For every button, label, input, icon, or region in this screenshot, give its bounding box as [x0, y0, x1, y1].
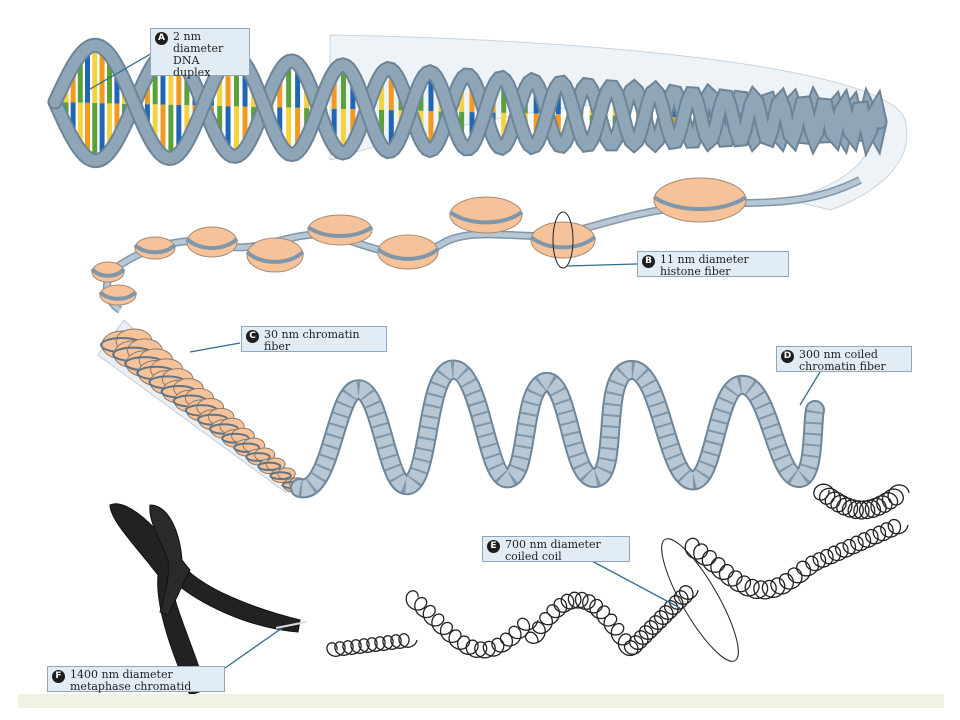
footer-band — [18, 694, 944, 708]
coil-segment — [813, 483, 910, 520]
chromatin-30nm-fiber — [97, 319, 312, 493]
solenoid-wrap — [221, 432, 250, 444]
coiled-coil-700nm — [326, 483, 910, 662]
nucleosome — [186, 226, 238, 258]
looped-fiber-stripes — [298, 361, 823, 497]
nucleosome — [377, 234, 439, 270]
callout-e-line-2: coiled coil — [505, 550, 562, 563]
callout-e-line-1: 700 nm diameter — [505, 538, 601, 551]
leader-line-b — [566, 263, 638, 267]
dna-wrap — [90, 267, 126, 278]
solenoid-wrap — [245, 452, 271, 462]
dna-wrap — [133, 243, 177, 255]
callout-d-line-2: chromatin fiber — [799, 360, 886, 373]
dna-wrap — [185, 237, 239, 250]
coil-segment — [805, 518, 909, 572]
callout-f-badge: F — [52, 670, 65, 683]
callout-e-badge: E — [487, 540, 500, 553]
callout-d-badge: D — [781, 350, 794, 363]
dna-backbone-strand-1 — [49, 45, 886, 167]
callout-d-line-1: 300 nm coiled — [799, 348, 878, 361]
solenoid-wrap — [269, 471, 292, 481]
nucleosome — [91, 261, 125, 283]
callout-a: A 2 nm diameter DNA duplex — [150, 28, 250, 79]
dna-backbone-strand-2 — [49, 39, 886, 164]
nucleosome — [307, 214, 373, 246]
dna-wrap — [376, 247, 440, 261]
callout-c: C 30 nm chromatin fiber — [241, 326, 387, 353]
coil-marker-ring — [661, 538, 739, 662]
histone-marker-ring — [552, 211, 574, 269]
callout-d: D 300 nm coiled chromatin fiber — [776, 346, 912, 373]
leader-line-f — [224, 627, 283, 669]
dna-wrap — [98, 290, 138, 301]
callout-c-line-2: fiber — [264, 340, 291, 353]
callout-f-line-2: metaphase chromatid — [70, 680, 192, 693]
chromatid-arm — [149, 504, 191, 616]
leader-line-c — [189, 342, 241, 353]
solenoid-wrap — [257, 461, 282, 471]
callout-a-badge: A — [155, 32, 168, 45]
coil-segment — [524, 591, 639, 657]
callout-a-line-1: 2 nm — [173, 30, 202, 43]
callout-e: E 700 nm diameter coiled coil — [482, 536, 630, 563]
histone-fiber — [90, 176, 862, 314]
dna-wrap — [448, 210, 524, 225]
callout-f-line-1: 1400 nm diameter — [70, 668, 173, 681]
callout-c-badge: C — [246, 330, 259, 343]
leader-line-d — [799, 371, 821, 406]
callout-c-line-1: 30 nm chromatin — [264, 328, 360, 341]
leader-line-e — [589, 559, 681, 609]
nucleosome — [530, 221, 596, 259]
nucleosome — [653, 177, 747, 223]
nucleosome — [99, 284, 137, 306]
dna-wrap — [245, 250, 305, 264]
coil-segment — [623, 585, 699, 655]
leader-line-a — [84, 51, 155, 93]
coil-segment — [326, 633, 418, 657]
nucleosome — [134, 236, 176, 260]
callout-a-line-2: diameter — [173, 42, 224, 55]
dna-wrap — [652, 195, 748, 212]
callout-b-line-2: histone fiber — [660, 265, 731, 278]
callout-f: F 1400 nm diameter metaphase chromatid — [47, 666, 225, 693]
dna-duplex — [47, 34, 908, 211]
looped-fiber-body — [292, 361, 823, 497]
nucleosome — [449, 196, 523, 234]
callout-b-badge: B — [642, 255, 655, 268]
callout-b: B 11 nm diameter histone fiber — [637, 251, 789, 278]
coiled-300nm-fiber — [290, 359, 825, 499]
callout-a-line-3: DNA — [173, 54, 200, 67]
callout-a-line-4: duplex — [173, 66, 211, 79]
dna-wrap — [306, 225, 374, 238]
solenoid-wrap — [233, 442, 261, 453]
nucleosome — [246, 237, 304, 273]
coil-segment — [405, 590, 539, 659]
callout-b-line-1: 11 nm diameter — [660, 253, 749, 266]
chromatid-marker — [275, 621, 307, 629]
coil-segment — [684, 537, 820, 600]
dna-wrap — [529, 235, 597, 250]
metaphase-chromosome — [109, 503, 307, 696]
